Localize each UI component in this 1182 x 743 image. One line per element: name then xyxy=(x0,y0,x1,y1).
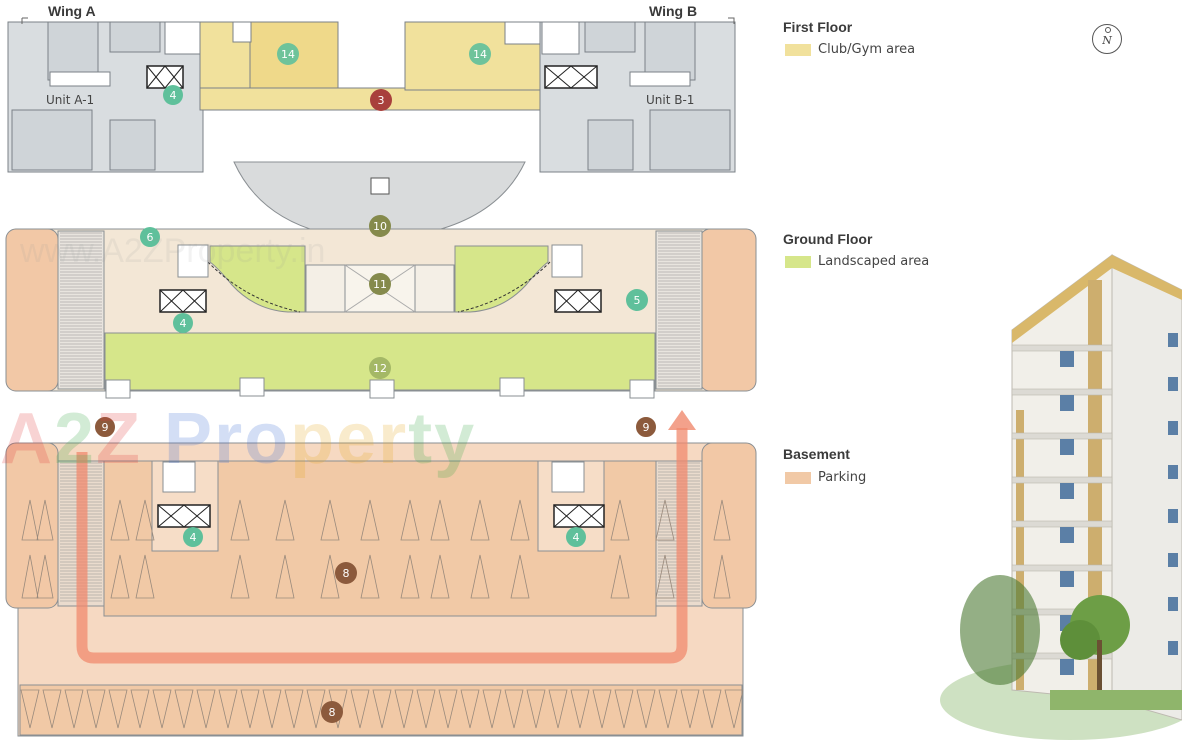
svg-text:5: 5 xyxy=(634,294,641,307)
building-illustration xyxy=(940,254,1182,740)
watermark-logo: A2Z Property xyxy=(0,399,477,479)
marker-11: 11 xyxy=(369,273,391,295)
marker-14-right: 14 xyxy=(469,43,491,65)
svg-text:12: 12 xyxy=(373,362,387,375)
svg-text:11: 11 xyxy=(373,278,387,291)
legend-label-club-gym: Club/Gym area xyxy=(818,42,916,57)
svg-text:4: 4 xyxy=(190,531,197,544)
legend-first-floor-item: Club/Gym area xyxy=(785,42,915,57)
basement-plan xyxy=(5,410,757,737)
legend-basement-title: Basement xyxy=(783,446,850,462)
svg-text:9: 9 xyxy=(102,421,109,434)
legend-ground-floor-item: Landscaped area xyxy=(785,254,929,269)
unit-b1-label: Unit B-1 xyxy=(646,93,695,107)
traffic-flow-arrow xyxy=(76,428,688,664)
legend-label-parking: Parking xyxy=(818,470,867,485)
svg-text:8: 8 xyxy=(329,706,336,719)
svg-text:14: 14 xyxy=(473,48,487,61)
svg-text:10: 10 xyxy=(373,220,387,233)
north-compass-icon: N xyxy=(1092,24,1122,54)
legend-swatch-club-gym xyxy=(785,43,811,56)
marker-6: 6 xyxy=(140,227,160,247)
marker-12: 12 xyxy=(369,357,391,379)
marker-9-left: 9 xyxy=(93,415,117,439)
marker-3: 3 xyxy=(370,89,392,111)
marker-4-basement-right: 4 xyxy=(566,527,586,547)
watermark-url: www.A2ZProperty.in xyxy=(20,232,326,270)
unit-a1-label: Unit A-1 xyxy=(46,93,95,107)
svg-text:4: 4 xyxy=(170,89,177,102)
svg-text:9: 9 xyxy=(643,421,650,434)
marker-5: 5 xyxy=(626,289,648,311)
legend-first-floor-title: First Floor xyxy=(783,19,853,35)
legend-swatch-landscaped xyxy=(785,255,811,268)
svg-text:14: 14 xyxy=(281,48,295,61)
first-floor-plan xyxy=(7,17,736,173)
north-label: N xyxy=(1102,34,1112,47)
legend-basement-item: Parking xyxy=(785,470,866,485)
marker-10: 10 xyxy=(369,215,391,237)
marker-4-basement-left: 4 xyxy=(183,527,203,547)
marker-4-first-floor: 4 xyxy=(163,85,183,105)
svg-text:3: 3 xyxy=(378,94,385,107)
svg-text:8: 8 xyxy=(343,567,350,580)
landscaped-area-right xyxy=(454,245,549,313)
legend-swatch-parking xyxy=(785,471,811,484)
svg-text:4: 4 xyxy=(180,317,187,330)
marker-4-ground-floor: 4 xyxy=(173,313,193,333)
marker-8-lower: 8 xyxy=(321,701,343,723)
landscaped-area-left xyxy=(209,245,306,313)
number-markers: 14 14 4 3 10 6 11 5 4 12 9 9 4 4 8 xyxy=(93,43,658,723)
svg-text:6: 6 xyxy=(147,231,154,244)
legend-ground-floor-title: Ground Floor xyxy=(783,231,873,247)
marker-9-right: 9 xyxy=(634,415,658,439)
wing-a-label: Wing A xyxy=(48,3,96,19)
legend-label-landscaped: Landscaped area xyxy=(818,254,930,269)
wing-b-label: Wing B xyxy=(649,3,698,19)
marker-8-upper: 8 xyxy=(335,562,357,584)
svg-text:4: 4 xyxy=(573,531,580,544)
marker-14-left: 14 xyxy=(277,43,299,65)
